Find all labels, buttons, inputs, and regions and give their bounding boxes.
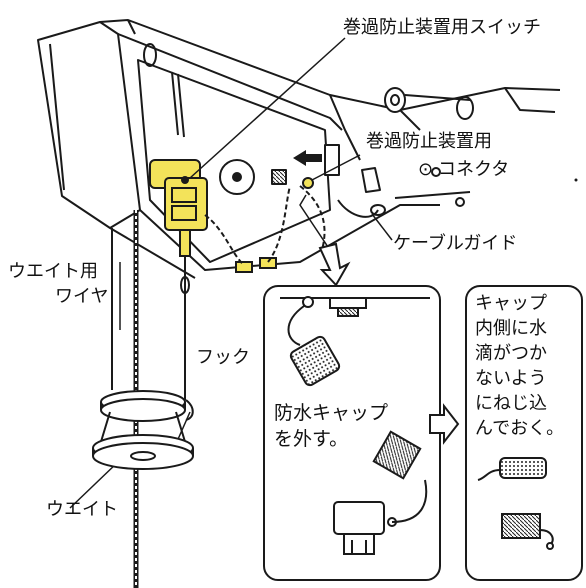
step-note-line-3: 滴がつか xyxy=(475,343,547,364)
next-step-arrow xyxy=(429,403,460,445)
label-weight-wire-line1: ウエイト用 xyxy=(8,261,98,282)
callout-arrow xyxy=(318,242,351,287)
switch-cable xyxy=(204,185,326,266)
label-connector-line2: コネクタ xyxy=(438,159,510,180)
label-connector-line1: 巻過防止装置用 xyxy=(366,131,492,152)
label-weight: ウエイト xyxy=(46,499,118,520)
weight-assembly xyxy=(92,210,194,588)
speck xyxy=(574,178,578,182)
step-note-line-4: ないよう xyxy=(475,368,547,389)
step-remove-cap-line1: 防水キャップ xyxy=(274,402,389,424)
detail-remove-cap xyxy=(263,285,441,581)
step-note-line-6: んでおく。 xyxy=(475,418,565,439)
detail-store-cap xyxy=(465,285,583,581)
step-note-line-5: にねじ込 xyxy=(475,393,547,414)
label-weight-wire-line2: ワイヤ xyxy=(55,286,109,307)
label-limit-switch: 巻過防止装置用スイッチ xyxy=(343,17,541,38)
step-remove-cap-line2: を外す。 xyxy=(274,428,349,450)
connector-symbol-icon: ⊙ xyxy=(418,159,434,180)
step-note-line-1: キャップ xyxy=(475,293,547,314)
label-hook: フック xyxy=(196,347,250,368)
limit-switch-assembly xyxy=(149,159,314,273)
label-cable-guide: ケーブルガイド xyxy=(393,233,518,254)
step-note-line-2: 内側に水 xyxy=(475,318,547,339)
